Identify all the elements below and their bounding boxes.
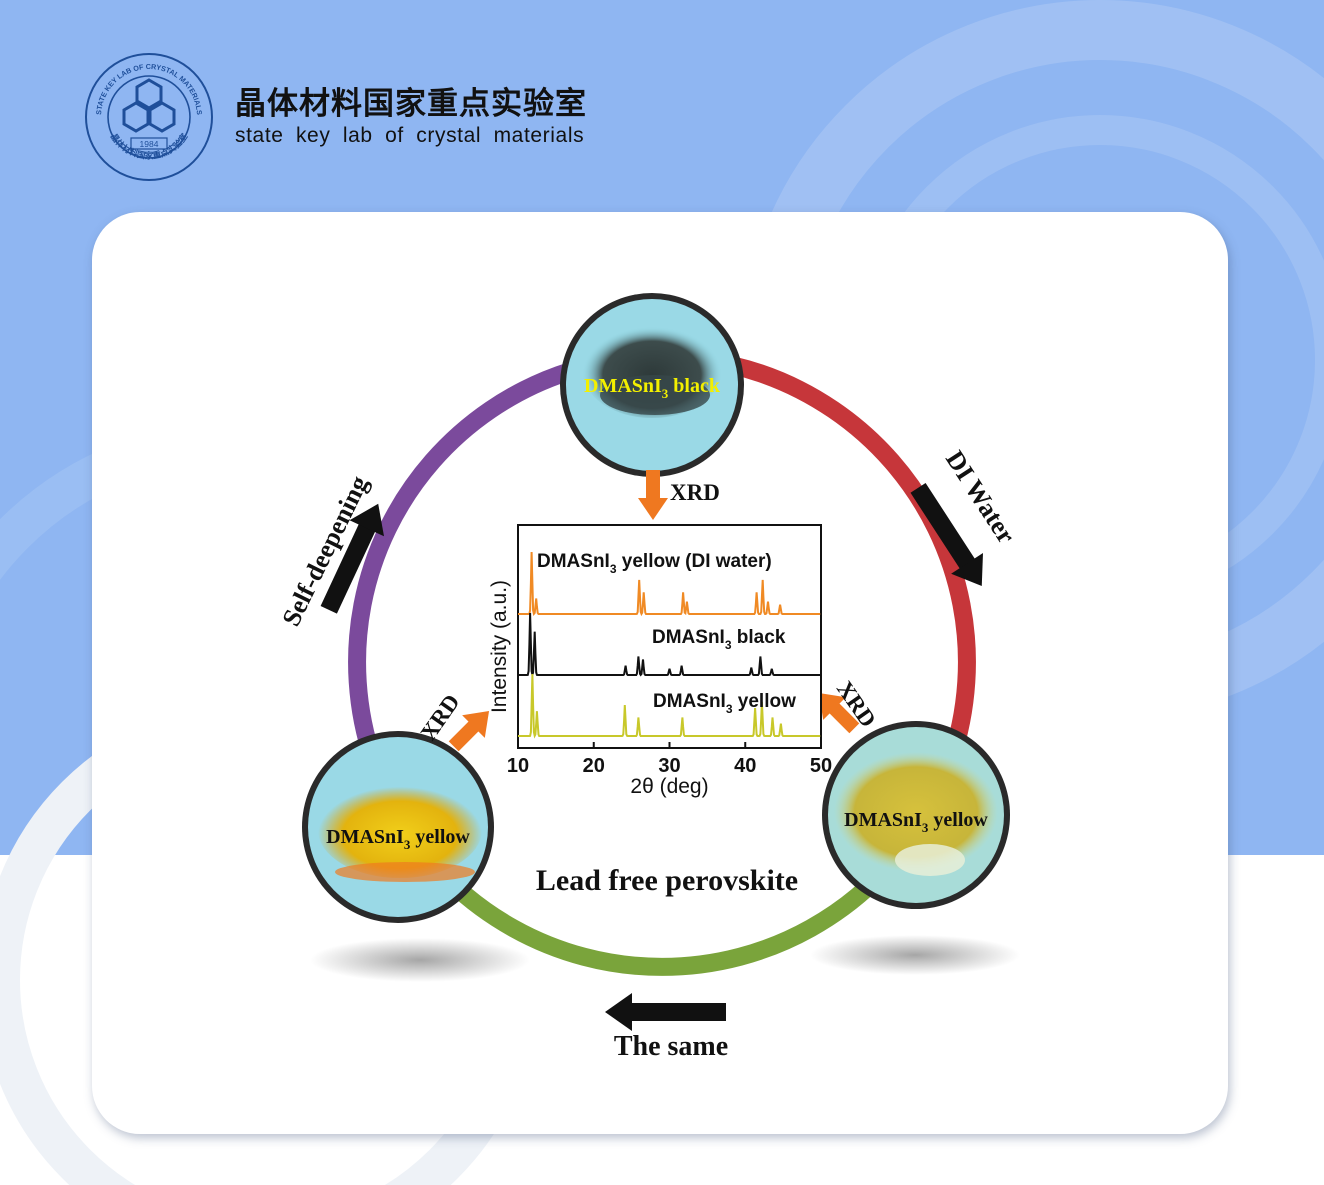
- ring-arc-purple: [348, 351, 621, 819]
- x-tick-label: 20: [583, 755, 605, 777]
- xrd-series-line: [518, 612, 821, 677]
- xrd-series-line: [518, 673, 821, 739]
- shadow-left: [310, 938, 530, 982]
- xrd-arrow-left: [448, 710, 490, 752]
- logo-year: 1984: [140, 139, 159, 149]
- lab-title-en: state key lab of crystal materials: [235, 124, 585, 147]
- arrow-di-water: [910, 482, 983, 586]
- series-label: DMASnI3 yellow (DI water): [537, 551, 772, 576]
- x-axis-label: 2θ (deg): [630, 775, 708, 798]
- x-tick-label: 30: [658, 755, 680, 777]
- xrd-series-line: [518, 551, 821, 617]
- xrd-label-top: XRD: [670, 480, 720, 505]
- node-left-yellow: DMASnI3 yellow: [302, 731, 494, 923]
- lab-title-cn: 晶体材料国家重点实验室: [235, 86, 587, 122]
- label-the-same: The same: [614, 1031, 728, 1062]
- node-right-yellow: DMASnI3 yellow: [822, 721, 1010, 909]
- arrow-the-same: [605, 993, 726, 1031]
- plot-frame: [517, 524, 822, 749]
- node-right-label: DMASnI3 yellow: [844, 809, 988, 835]
- node-top-black: DMASnI3 black: [560, 293, 744, 477]
- xrd-chart: DMASnI3 yellow (DI water) DMASnI3 blackDM…: [488, 524, 832, 798]
- series-label: DMASnI3 black: [652, 627, 786, 652]
- node-left-label: DMASnI3 yellow: [326, 826, 470, 852]
- y-axis-label: Intensity (a.u.): [488, 580, 511, 713]
- series-label: DMASnI3 yellow: [653, 691, 796, 716]
- xrd-arrow-right: [818, 692, 860, 734]
- lab-logo: STATE KEY LAB OF CRYSTAL MATERIALS 晶体材料国…: [85, 53, 213, 181]
- xrd-arrow-top: [638, 470, 668, 520]
- x-tick-label: 40: [734, 755, 756, 777]
- arrow-self-deepening: [320, 503, 385, 614]
- node-top-label: DMASnI3 black: [584, 375, 721, 401]
- shadow-right: [810, 935, 1020, 975]
- x-tick-label: 10: [507, 755, 529, 777]
- header: STATE KEY LAB OF CRYSTAL MATERIALS 晶体材料国…: [0, 0, 1324, 210]
- ring-arc-green: [404, 831, 920, 976]
- center-caption: Lead free perovskite: [536, 864, 798, 897]
- x-tick-label: 50: [810, 755, 832, 777]
